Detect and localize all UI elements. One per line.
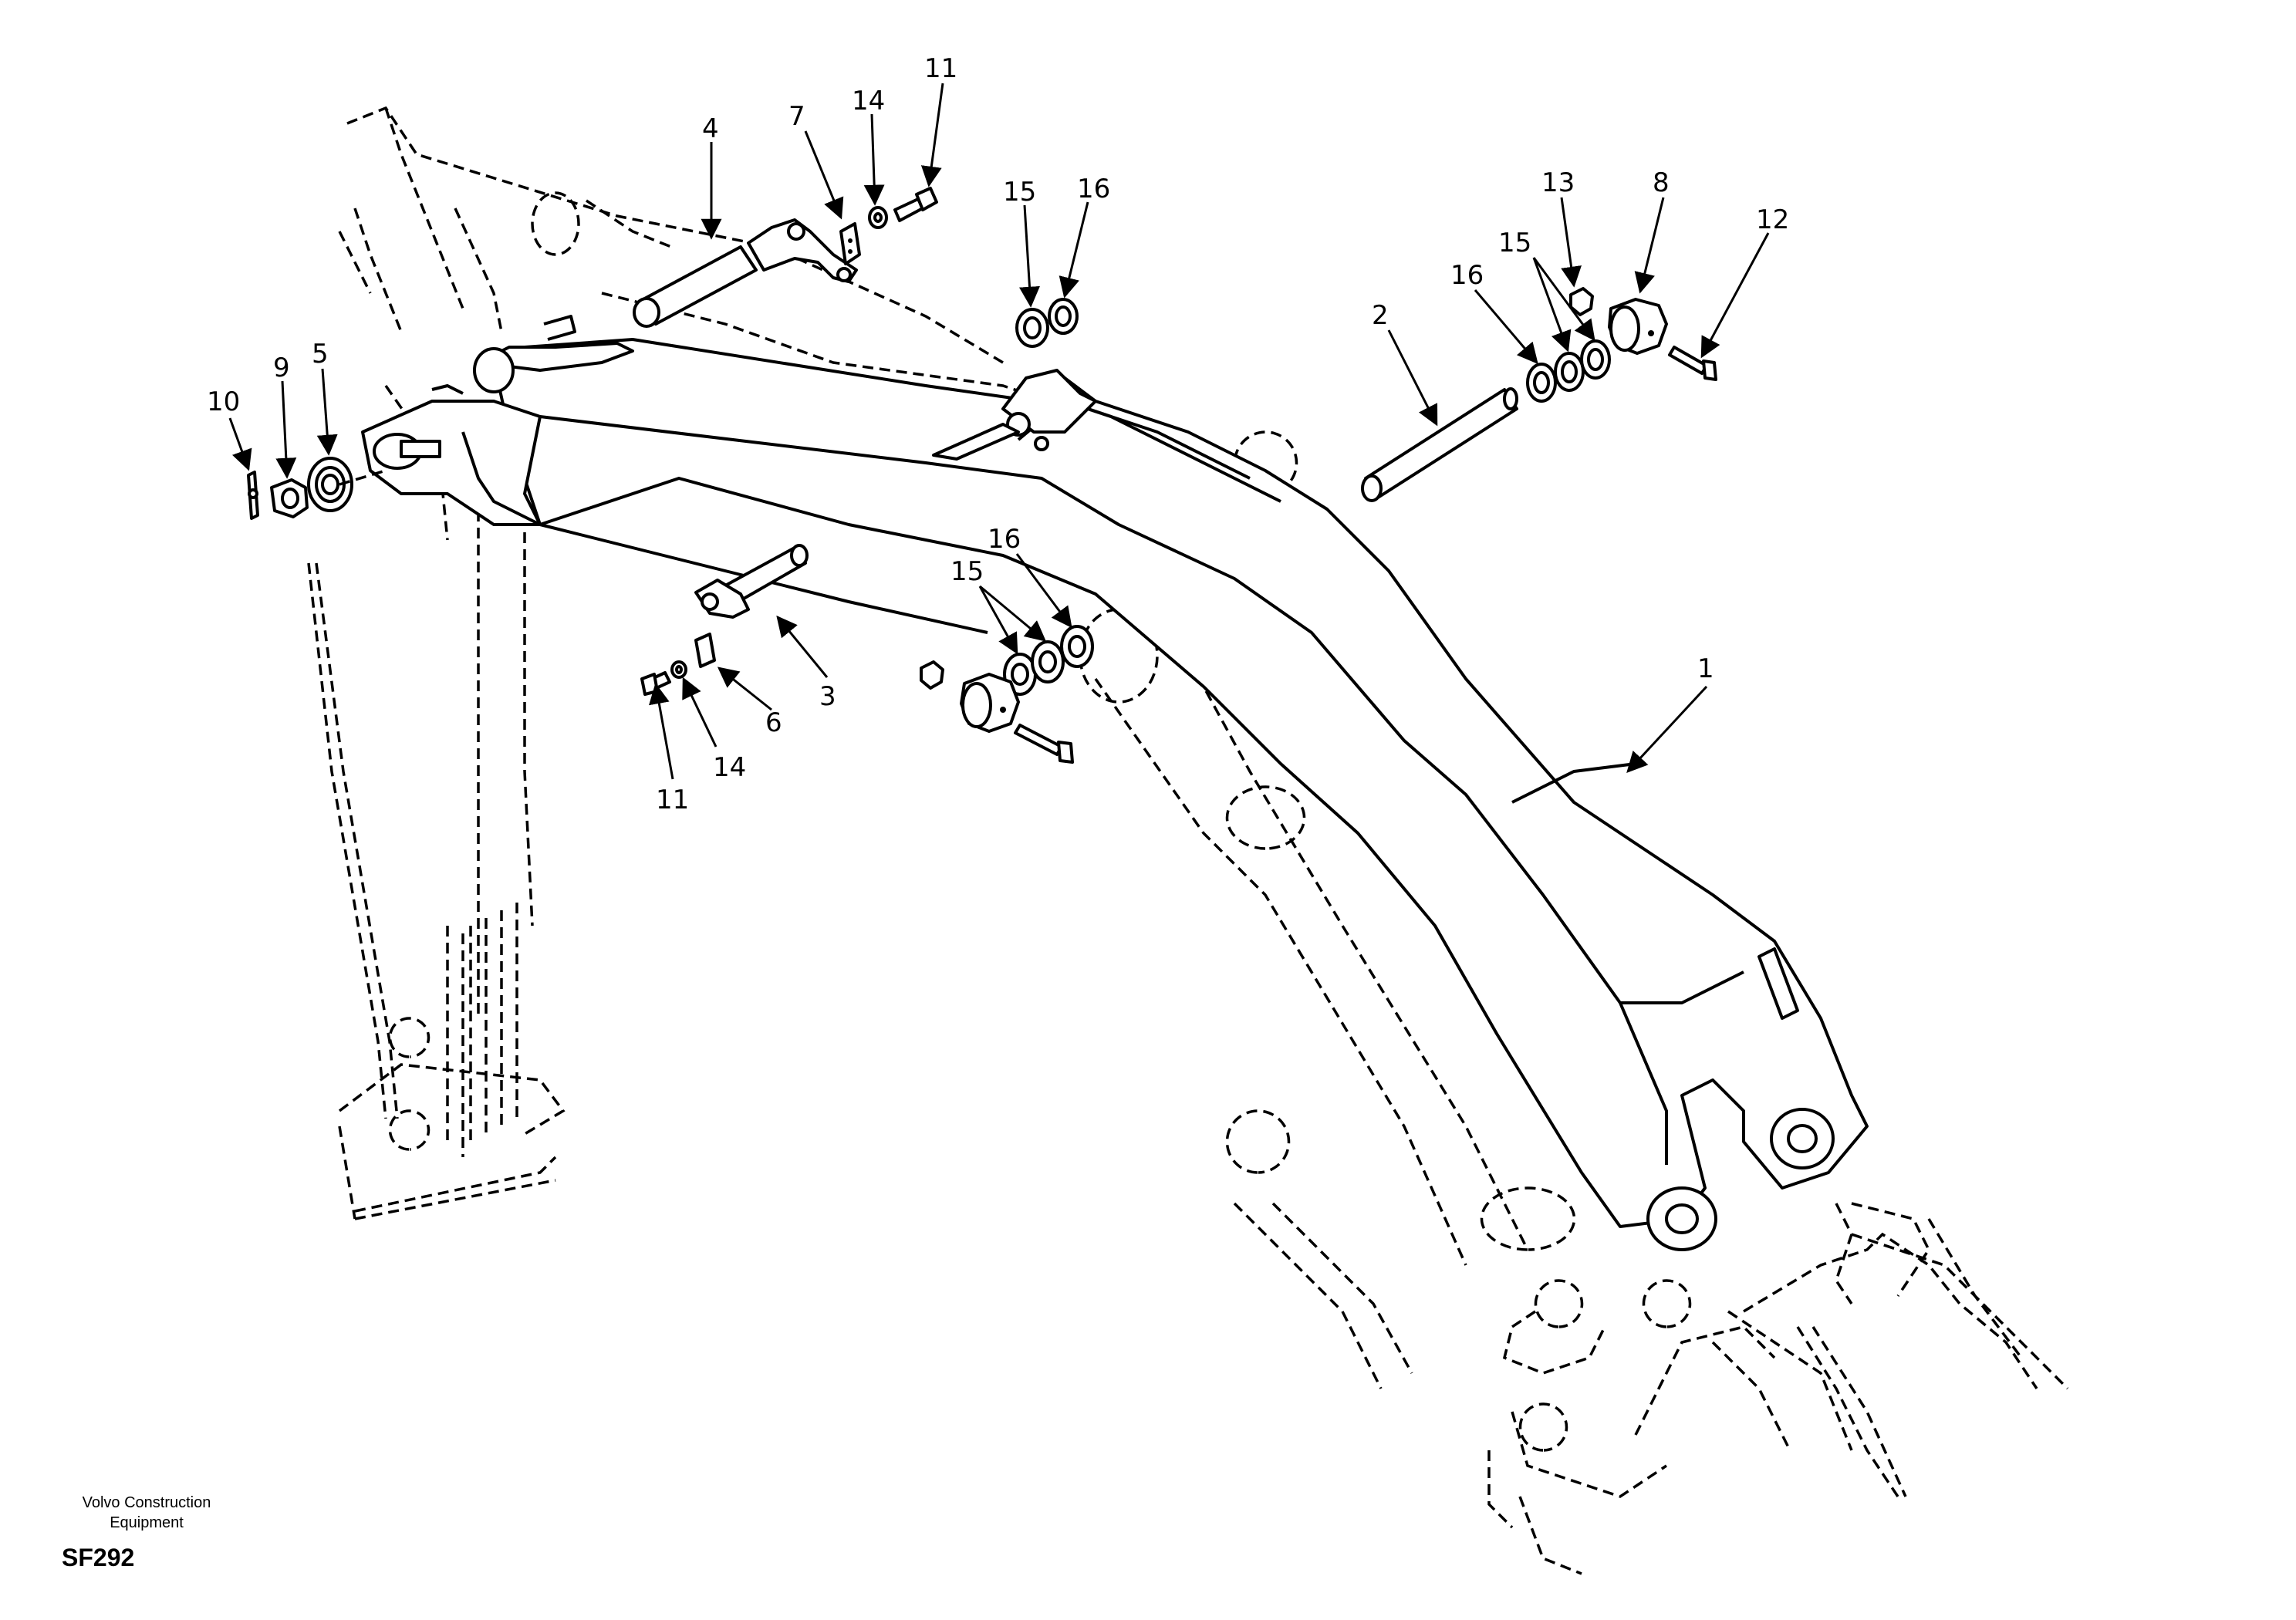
callout-11-lower: 11 [656, 785, 689, 815]
callout-15-upper-right: 15 [1498, 228, 1531, 258]
callout-12: 12 [1756, 204, 1789, 235]
callout-15-lower: 15 [950, 556, 984, 587]
bolt-12-lower [1014, 724, 1074, 764]
pin-10 [247, 471, 259, 520]
dashed-bucket-linkage [1225, 1109, 2069, 1575]
dashed-lower-linkage [307, 494, 566, 1220]
callout-6: 6 [765, 707, 782, 738]
callout-13: 13 [1541, 167, 1575, 198]
boom-foot-bracket [361, 315, 634, 526]
maker-line-1: Volvo Construction [82, 1494, 211, 1511]
callout-5: 5 [312, 339, 329, 370]
callout-3: 3 [819, 681, 836, 712]
washer-16-upper-right [1526, 363, 1557, 403]
callout-1: 1 [1697, 653, 1714, 684]
bushing-5 [307, 457, 353, 512]
callouts: 1 2 3 4 5 6 7 8 9 10 11 11 12 13 14 14 1 [207, 53, 1789, 815]
nut-9 [270, 478, 309, 518]
callout-16-lower: 16 [988, 524, 1021, 555]
callout-9: 9 [273, 353, 290, 383]
pin-2 [1361, 387, 1518, 502]
diagram-code: SF292 [62, 1544, 135, 1571]
washer-15-lower-b [1031, 640, 1065, 683]
washer-16-top [1048, 298, 1079, 335]
pin-alignment-line [339, 469, 387, 486]
bolt-12 [1668, 346, 1717, 381]
maker-line-2: Equipment [110, 1514, 184, 1531]
callout-11-top: 11 [924, 53, 957, 84]
callout-8: 8 [1653, 167, 1670, 198]
boom-body [492, 338, 1869, 1251]
footer: Volvo Construction Equipment SF292 [46, 1493, 247, 1572]
callout-4: 4 [702, 113, 719, 144]
callout-2: 2 [1372, 300, 1389, 331]
callout-10: 10 [207, 386, 240, 417]
washer-14-top [868, 206, 888, 229]
washer-16-lower [1060, 625, 1094, 668]
pin-4 [633, 218, 858, 328]
cylinder-bracket [932, 369, 1097, 461]
bolt-11-top [893, 187, 938, 222]
callout-16-top: 16 [1077, 174, 1110, 204]
nut-13-lower [920, 660, 944, 690]
callout-14-top: 14 [852, 86, 885, 116]
lock-plate-6 [694, 633, 716, 668]
washer-15-upper-right-a [1554, 352, 1585, 392]
callout-7: 7 [788, 101, 805, 132]
collar-8 [1608, 298, 1668, 355]
collar-8-lower [960, 673, 1020, 733]
lock-plate-7 [839, 222, 861, 265]
washer-15-upper-right-b [1580, 339, 1611, 380]
pin-3 [694, 544, 809, 619]
washer-15-top [1015, 308, 1049, 348]
washer-14-lower [670, 660, 687, 679]
callout-16-upper-right: 16 [1450, 260, 1484, 291]
callout-15-top: 15 [1003, 177, 1036, 208]
callout-14-lower: 14 [713, 752, 746, 783]
